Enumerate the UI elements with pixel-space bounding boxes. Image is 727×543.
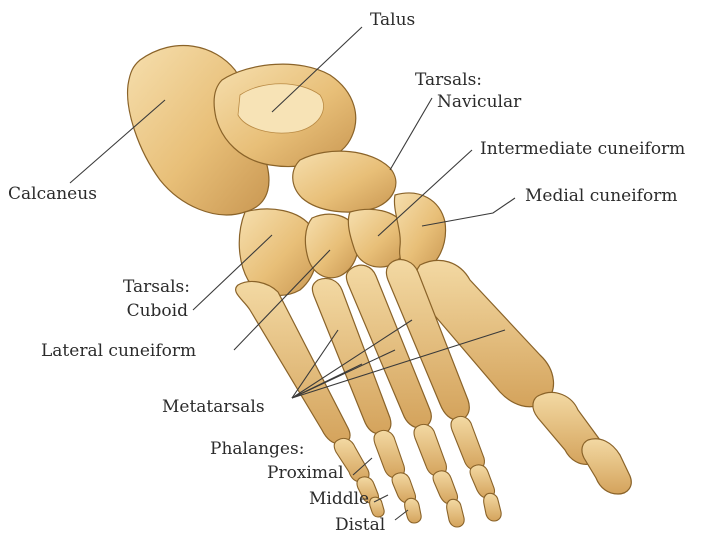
label-proximal: Proximal [267,463,344,483]
label-lateral-cuneiform: Lateral cuneiform [41,341,196,361]
leader-distal [395,510,408,520]
label-cuboid: Cuboid [80,301,188,321]
label-navicular: Navicular [437,92,521,112]
talus-trochlea [238,84,324,133]
leader-navicular [390,98,432,170]
label-medial-cuneiform: Medial cuneiform [525,186,677,206]
phalanx-distal-2 [484,493,502,521]
navicular-bone [293,151,396,212]
label-tarsals-heading-cuboid: Tarsals: [80,277,190,297]
label-intermediate-cuneiform: Intermediate cuneiform [480,139,685,159]
label-phalanges-heading: Phalanges: [210,439,304,459]
phalanx-distal-1 [582,439,631,494]
label-talus: Talus [370,10,415,30]
phalanx-distal-3 [447,499,465,527]
label-distal: Distal [335,515,385,535]
phalanx-proximal-3 [414,424,446,476]
label-metatarsals: Metatarsals [162,397,265,417]
label-middle: Middle [309,489,369,509]
label-tarsals-heading-navicular: Tarsals: [415,70,482,90]
phalanx-proximal-2 [451,416,484,470]
label-calcaneus: Calcaneus [8,184,97,204]
phalanx-proximal-4 [374,430,404,478]
